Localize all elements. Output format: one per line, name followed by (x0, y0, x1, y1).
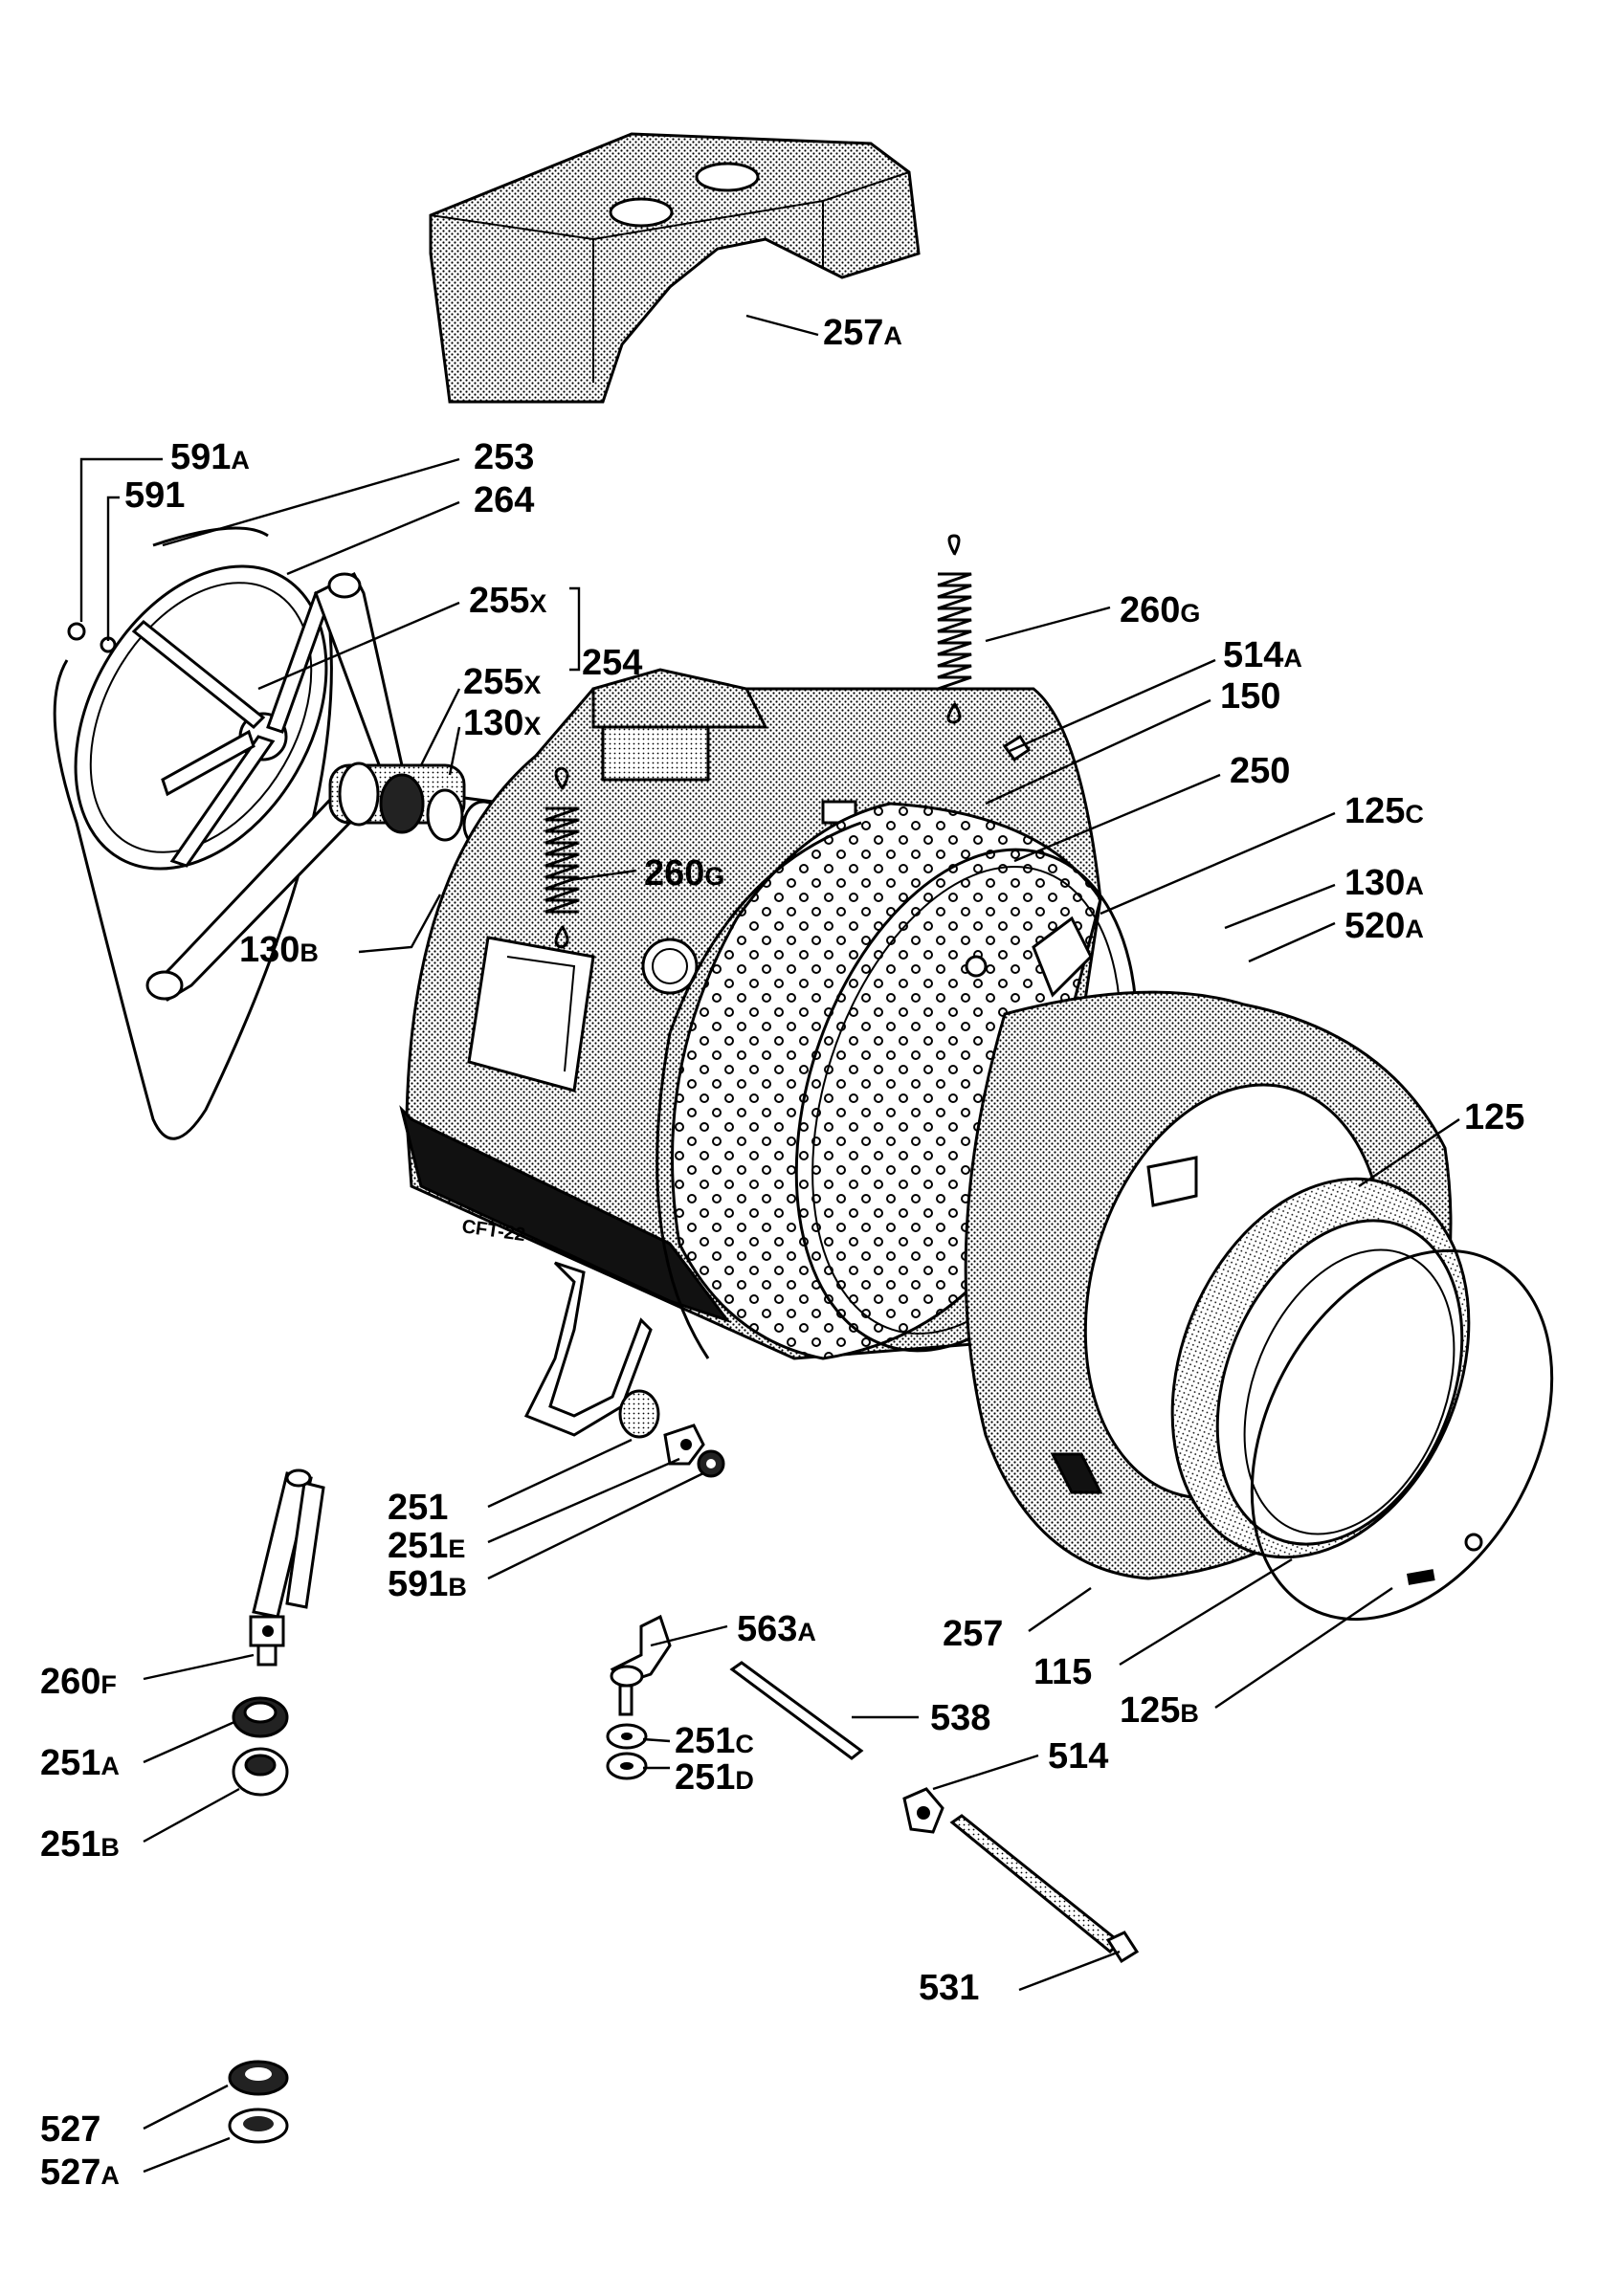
label-563a: 563A (737, 1609, 816, 1649)
spring-260g-left (544, 766, 580, 949)
foot-527 (228, 2060, 289, 2096)
foot-527a (228, 2108, 289, 2144)
label-257: 257 (943, 1614, 1003, 1654)
plug-251e (663, 1424, 705, 1466)
label-125b: 125B (1120, 1690, 1199, 1731)
shock-absorber-260f (249, 1468, 325, 1667)
label-130b: 130B (239, 930, 319, 970)
label-591: 591 (124, 475, 185, 516)
label-250: 250 (1230, 751, 1290, 791)
drum-paddle-125c (965, 916, 1093, 998)
door-seal-115 (1170, 1177, 1471, 1559)
washer-251c (606, 1723, 648, 1750)
label-260g-upper: 260G (1120, 590, 1200, 630)
label-531: 531 (919, 1968, 979, 2008)
pin-538 (729, 1661, 864, 1760)
nut-514 (902, 1787, 944, 1834)
label-251c: 251C (675, 1721, 754, 1761)
label-514: 514 (1048, 1736, 1108, 1777)
drive-pulley (74, 564, 332, 871)
label-251e: 251E (388, 1526, 465, 1566)
label-591a: 591A (170, 437, 250, 477)
counterweight-top (429, 132, 921, 404)
label-253: 253 (474, 437, 534, 477)
label-130a: 130A (1344, 863, 1424, 903)
label-251d: 251D (675, 1757, 754, 1798)
label-257a: 257A (823, 313, 902, 353)
label-251: 251 (388, 1488, 448, 1528)
label-130x: 130X (463, 703, 541, 743)
label-591b: 591B (388, 1564, 467, 1604)
label-251b: 251B (40, 1824, 120, 1865)
bushing-251b (232, 1747, 289, 1797)
nut-591b (697, 1449, 725, 1478)
label-125c: 125C (1344, 791, 1424, 831)
label-527a: 527A (40, 2152, 120, 2193)
washer-251d (606, 1752, 648, 1780)
part-labels: 257A 591A 591 253 264 255X 254 255X 130X… (40, 313, 1524, 2193)
bracket-563a (610, 1614, 672, 1716)
label-520a: 520A (1344, 906, 1424, 946)
label-251a: 251A (40, 1743, 120, 1783)
bushing-251a (232, 1696, 289, 1738)
label-255x-lower: 255X (463, 662, 541, 702)
label-115: 115 (1033, 1652, 1092, 1692)
label-254: 254 (582, 643, 642, 683)
spring-260g-top (937, 534, 972, 724)
label-514a: 514A (1223, 635, 1302, 675)
tub-mount-bracket (523, 1261, 653, 1437)
label-125: 125 (1464, 1097, 1524, 1137)
bolt-531 (949, 1814, 1140, 1964)
label-150: 150 (1220, 676, 1280, 717)
plug-251 (618, 1389, 660, 1439)
label-264: 264 (474, 480, 534, 520)
clamp-ring-125b (1250, 1248, 1554, 1622)
label-260g-lower: 260G (644, 853, 724, 894)
label-260f: 260F (40, 1662, 117, 1702)
label-527: 527 (40, 2109, 100, 2150)
label-255x-upper: 255X (469, 581, 546, 621)
leader-lines (79, 314, 1460, 2174)
label-538: 538 (930, 1698, 990, 1738)
